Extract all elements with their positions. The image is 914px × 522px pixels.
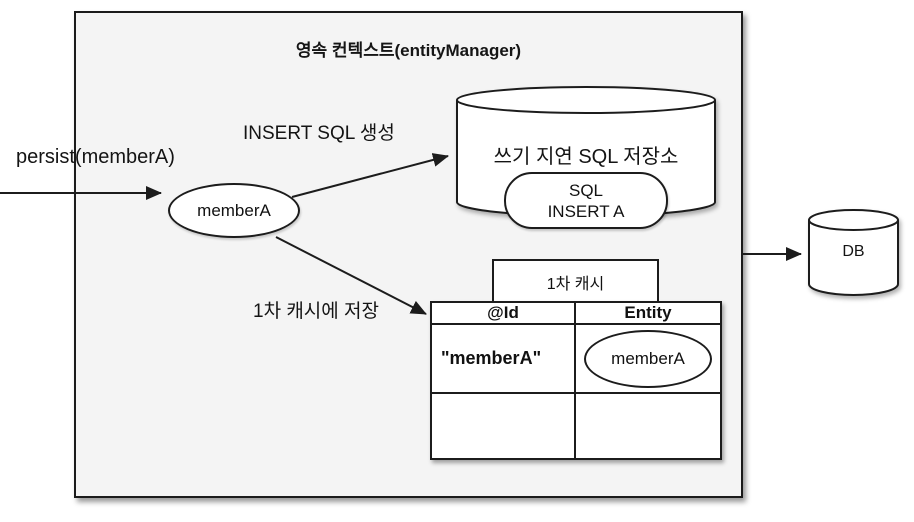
sql-badge-line1: SQL (568, 180, 604, 200)
cache-empty-id-cell (432, 394, 576, 458)
cached-entity-ellipse: memberA (584, 329, 712, 388)
insert-sql-label: INSERT SQL 생성 (243, 123, 395, 144)
id-column-header: @Id (432, 303, 576, 325)
sql-insert-badge: SQL INSERT A (504, 172, 668, 229)
member-entity-ellipse: memberA (168, 183, 300, 238)
member-entity-label: memberA (197, 200, 271, 220)
db-label: DB (842, 243, 865, 260)
sql-badge-line2: INSERT A (547, 201, 625, 221)
cache-row-id-cell: "memberA" (432, 325, 576, 394)
diagram-title: 영속 컨텍스트(entityManager) (295, 41, 522, 60)
cache-row-entity-cell: memberA (576, 325, 720, 394)
sql-store-title: 쓰기 지연 SQL 저장소 (493, 146, 679, 168)
cache-empty-entity-cell (576, 394, 720, 458)
first-cache-tab: 1차 캐시 (492, 259, 659, 305)
cached-entity-label: memberA (611, 348, 685, 368)
persist-call-label: persist(memberA) (16, 146, 175, 168)
cache-save-label: 1차 캐시에 저장 (253, 301, 380, 322)
first-cache-table: @Id Entity "memberA" memberA (430, 301, 722, 460)
entity-column-header: Entity (576, 303, 720, 325)
